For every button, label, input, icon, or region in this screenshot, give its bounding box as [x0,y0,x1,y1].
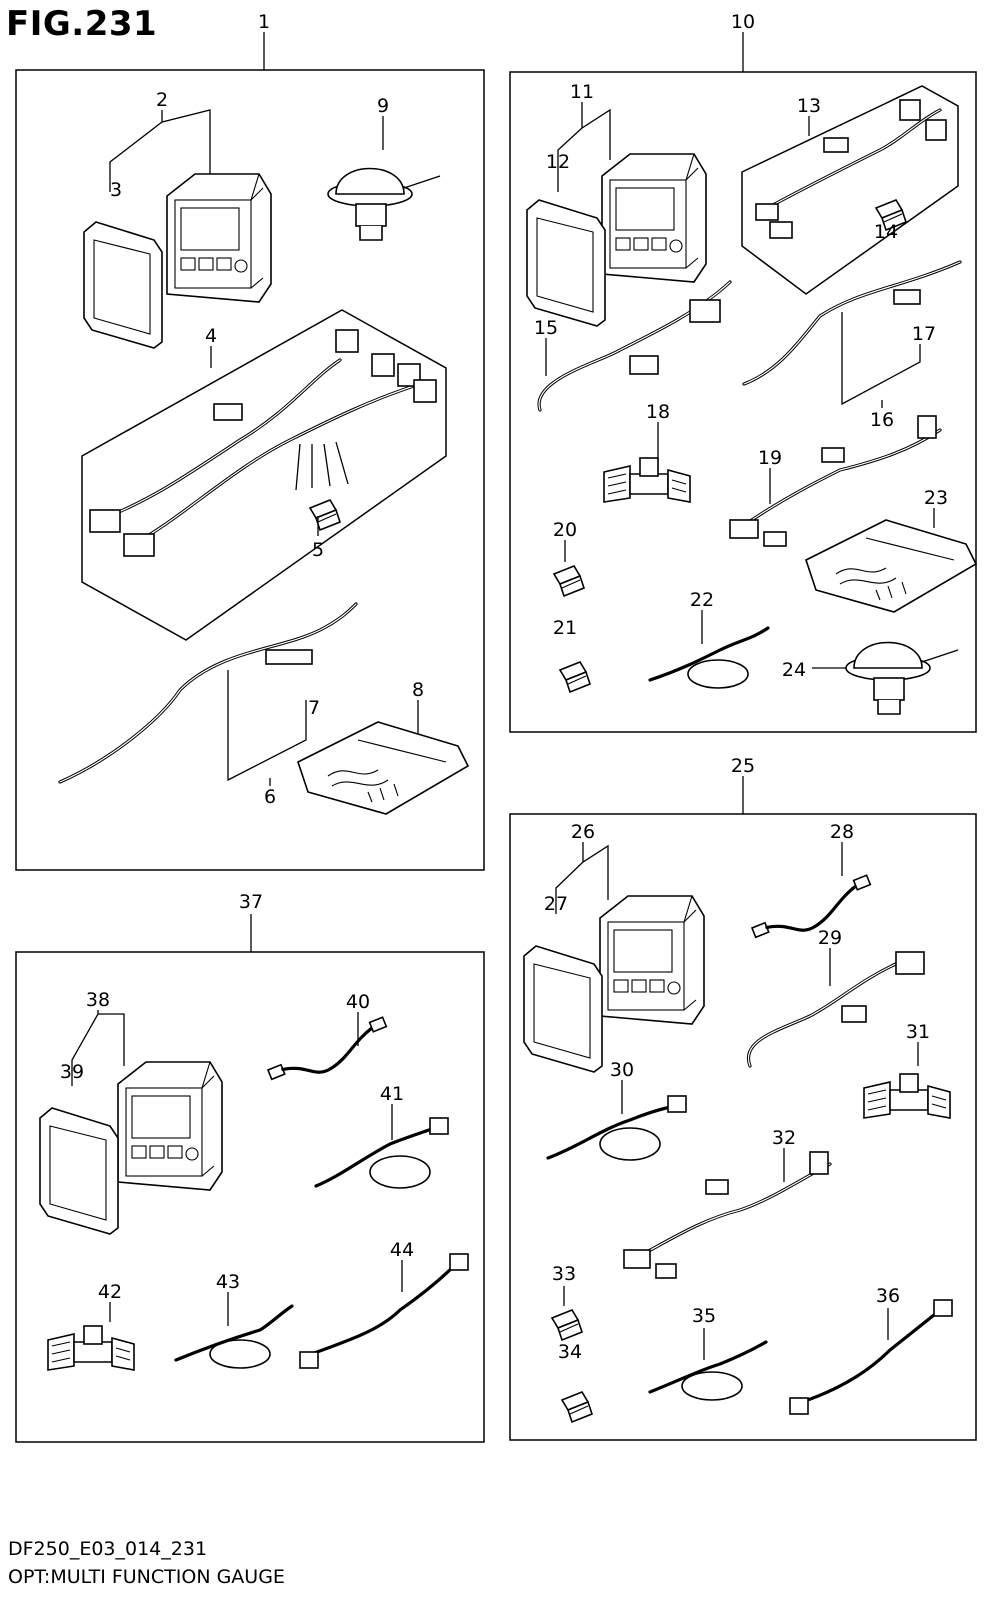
callout-10: 10 [731,11,755,33]
callout-27: 27 [544,893,568,915]
callout-28: 28 [830,821,854,843]
callout-18: 18 [646,401,670,423]
callout-22: 22 [690,589,714,611]
callout-43: 43 [216,1271,240,1293]
callout-15: 15 [534,317,558,339]
group-1 [15,32,485,871]
callout-37: 37 [239,891,263,913]
callout-4: 4 [205,325,217,347]
callout-20: 20 [553,519,577,541]
callout-34: 34 [558,1341,582,1363]
callout-32: 32 [772,1127,796,1149]
callout-2: 2 [156,89,168,111]
callout-29: 29 [818,927,842,949]
callout-21: 21 [553,617,577,639]
callout-11: 11 [570,81,594,103]
callout-9: 9 [377,95,389,117]
model-code: DF250_E03_014_231 [8,1538,208,1560]
callout-26: 26 [571,821,595,843]
callout-7: 7 [308,697,320,719]
callout-33: 33 [552,1263,576,1285]
callout-5: 5 [312,539,324,561]
figure-title: FIG.231 [6,4,158,44]
callout-14: 14 [874,221,898,243]
callout-39: 39 [60,1061,84,1083]
callout-30: 30 [610,1059,634,1081]
group-37 [15,914,485,1443]
callout-24: 24 [782,659,806,681]
group-25 [509,776,977,1441]
callout-35: 35 [692,1305,716,1327]
callout-25: 25 [731,755,755,777]
callout-3: 3 [110,179,122,201]
callout-19: 19 [758,447,782,469]
callout-17: 17 [912,323,936,345]
callout-36: 36 [876,1285,900,1307]
callout-labels: 1 2 3 4 5 6 7 8 9 10 11 12 13 14 15 16 1… [60,11,948,1363]
callout-1: 1 [258,11,270,33]
callout-6: 6 [264,786,276,808]
callout-12: 12 [546,151,570,173]
callout-44: 44 [390,1239,414,1261]
callout-38: 38 [86,989,110,1011]
callout-41: 41 [380,1083,404,1105]
diagram-description: OPT:MULTI FUNCTION GAUGE [8,1566,285,1588]
callout-23: 23 [924,487,948,509]
callout-13: 13 [797,95,821,117]
callout-40: 40 [346,991,370,1013]
callout-8: 8 [412,679,424,701]
group-10 [509,32,977,733]
callout-42: 42 [98,1281,122,1303]
callout-16: 16 [870,409,894,431]
callout-31: 31 [906,1021,930,1043]
